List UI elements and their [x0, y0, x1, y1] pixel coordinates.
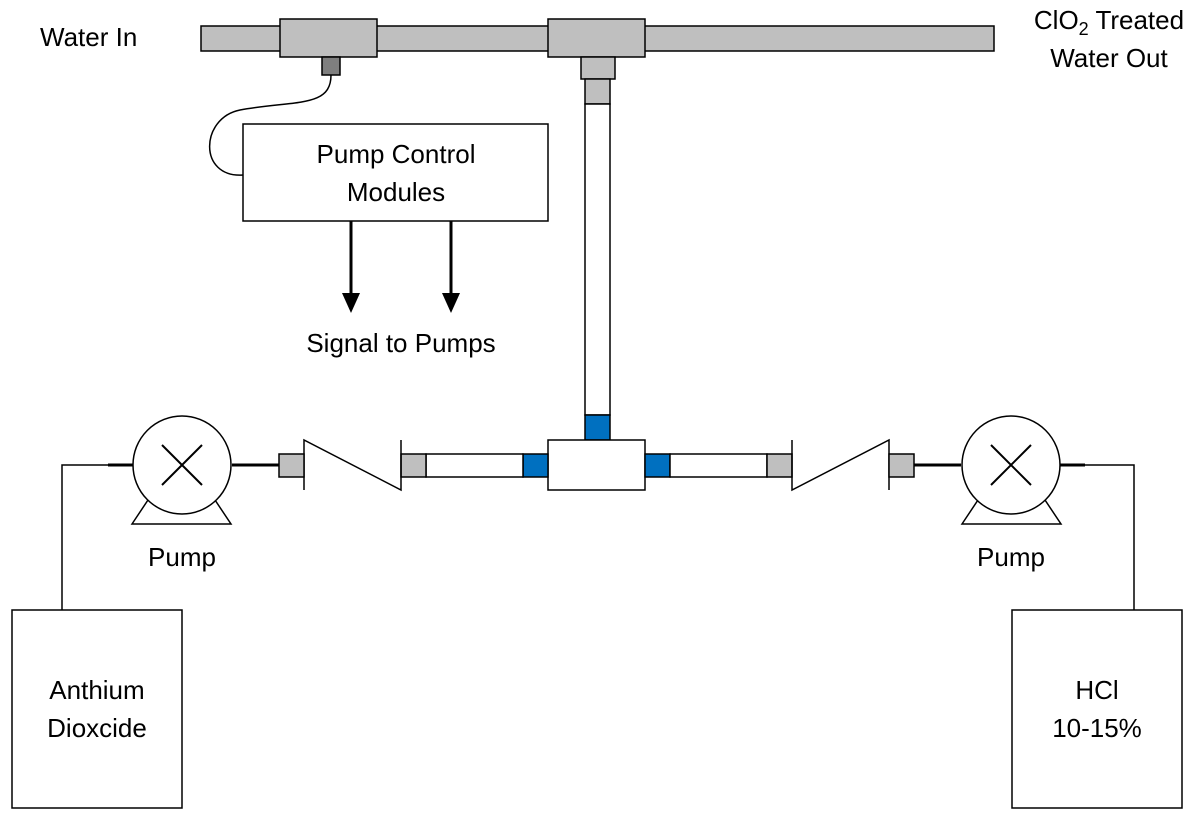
treated-out-subscript: 2: [1079, 19, 1089, 39]
right-pump-outlet-connector: [888, 453, 915, 478]
left-pump-label: Pump: [148, 542, 216, 572]
vertical-injection-pipe: [584, 103, 611, 416]
left-pump: [108, 415, 233, 525]
treated-out-suffix: Treated: [1089, 5, 1184, 35]
treated-water-out-label-line2: Water Out: [1050, 43, 1168, 73]
right-chemical-tank: [1011, 609, 1183, 809]
left-pump-outlet-connector: [278, 453, 305, 478]
vertical-connector-bottom: [584, 414, 611, 441]
left-chemical-tank: [11, 609, 183, 809]
right-tubing-break: [791, 438, 890, 492]
water-in-label: Water In: [40, 22, 137, 52]
left-suction-line: [61, 464, 108, 610]
signal-arrow-right-head: [442, 293, 460, 313]
main-tee-fitting: [547, 18, 646, 58]
left-tank-label-line1: Anthium: [49, 675, 144, 705]
control-module-label-line1: Pump Control: [317, 139, 476, 169]
right-pump: [960, 415, 1085, 525]
sensor-probe: [321, 56, 341, 76]
sensor-fitting: [279, 18, 378, 58]
treated-out-prefix: ClO: [1034, 5, 1079, 35]
vertical-connector-top: [584, 78, 611, 105]
left-blue-connector: [522, 453, 549, 478]
mixing-chamber: [547, 439, 646, 491]
right-blue-connector: [644, 453, 671, 478]
right-pump-impeller-icon: [990, 444, 1032, 486]
right-feed-pipe: [669, 453, 768, 478]
control-module-label-line2: Modules: [347, 177, 445, 207]
left-tank-label-line2: Dioxcide: [47, 713, 147, 743]
pump-control-module: [242, 123, 549, 222]
left-tubing-break: [303, 438, 402, 492]
left-pump-impeller-icon: [161, 444, 203, 486]
right-tank-label-line2: 10-15%: [1052, 713, 1142, 743]
right-suction-line: [1085, 464, 1135, 610]
signal-to-pumps-label: Signal to Pumps: [306, 328, 495, 358]
right-tank-label-line1: HCl: [1075, 675, 1118, 705]
right-pump-label: Pump: [977, 542, 1045, 572]
left-gray-connector: [400, 453, 427, 478]
signal-arrow-left-head: [342, 293, 360, 313]
treated-water-out-label: ClO2 Treated: [1034, 5, 1184, 39]
right-gray-connector: [766, 453, 793, 478]
sensor-cable: [209, 74, 332, 176]
main-tee-neck: [580, 56, 616, 80]
left-feed-pipe: [425, 453, 524, 478]
